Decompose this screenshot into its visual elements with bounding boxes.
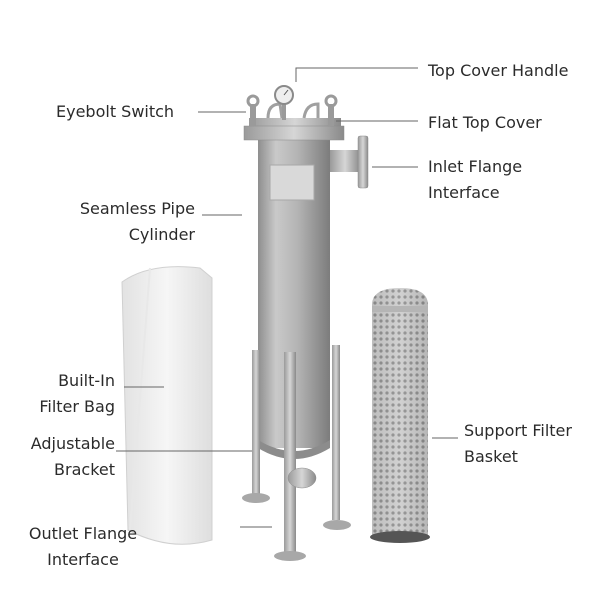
label-support-basket-line1: Support Filter	[464, 421, 572, 440]
leader-lines	[116, 67, 458, 528]
support-filter-basket	[370, 288, 430, 543]
outlet-flange	[287, 467, 317, 489]
nameplate	[269, 164, 315, 201]
label-top-cover-handle: Top Cover Handle	[428, 61, 569, 80]
leader-top-cover-handle	[295, 67, 418, 82]
label-eyebolt-switch: Eyebolt Switch	[56, 102, 175, 121]
label-adjustable-line2: Bracket	[54, 460, 115, 479]
eyebolt	[328, 104, 334, 126]
flat-top-cover	[243, 125, 345, 141]
label-support-basket-line2: Basket	[464, 447, 518, 466]
label-inlet-flange-line2: Interface	[428, 183, 500, 202]
label-outlet-flange-line2: Interface	[47, 550, 119, 569]
label-built-in-line1: Built-In	[58, 371, 115, 390]
label-adjustable-line1: Adjustable	[30, 434, 115, 453]
filter-housing	[243, 85, 369, 459]
label-flat-top-cover: Flat Top Cover	[428, 113, 542, 132]
inlet-flange	[357, 135, 369, 189]
adjustable-bracket	[242, 345, 351, 561]
eyebolt	[250, 104, 256, 126]
label-built-in-line2: Filter Bag	[39, 397, 115, 416]
filter-bag	[121, 266, 213, 545]
label-seamless-pipe-line2: Cylinder	[128, 225, 195, 244]
label-outlet-flange-line1: Outlet Flange	[28, 524, 138, 543]
label-seamless-pipe-line1: Seamless Pipe	[79, 199, 195, 218]
label-inlet-flange-line1: Inlet Flange	[428, 157, 523, 176]
